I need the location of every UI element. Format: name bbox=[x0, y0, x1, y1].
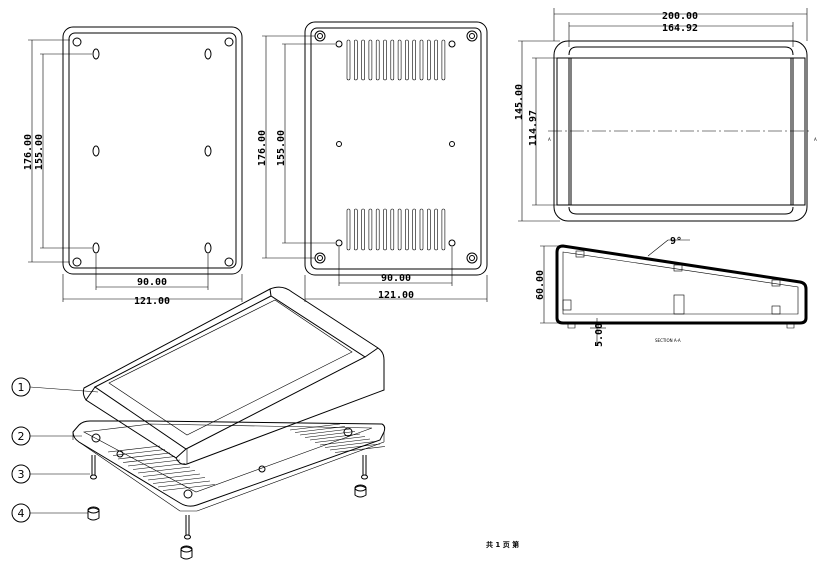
top-view bbox=[28, 26, 243, 302]
front-view-height-inner: 114.97 bbox=[528, 110, 539, 146]
footer-sheet-text: 共 1 页 第 bbox=[486, 540, 519, 549]
part-balloon-2: 2 bbox=[18, 430, 25, 443]
section-mark-left: A bbox=[548, 137, 551, 142]
top-view-width-outer: 121.00 bbox=[134, 296, 170, 307]
bottom-view-width-inner: 90.00 bbox=[381, 273, 411, 284]
part-balloon-3: 3 bbox=[18, 468, 25, 481]
front-view-width-inner: 164.92 bbox=[662, 23, 698, 34]
part-balloon-1: 1 bbox=[18, 381, 25, 394]
section-caption: SECTION A-A bbox=[655, 338, 681, 343]
front-view-width-outer: 200.00 bbox=[662, 11, 698, 22]
part-balloon-4: 4 bbox=[18, 507, 25, 520]
top-view-height-outer: 176.00 bbox=[23, 134, 34, 170]
exploded-view bbox=[11, 286, 386, 560]
bottom-view-height-inner: 155.00 bbox=[276, 130, 287, 166]
section-view bbox=[540, 239, 808, 345]
front-view-height-outer: 145.00 bbox=[514, 84, 525, 120]
section-foot-dim: 5.00 bbox=[594, 323, 605, 347]
section-height-dim: 60.00 bbox=[535, 270, 546, 300]
top-view-width-inner: 90.00 bbox=[137, 277, 167, 288]
section-angle-label: 9° bbox=[670, 236, 682, 247]
bottom-view-height-outer: 176.00 bbox=[257, 130, 268, 166]
bottom-view-width-outer: 121.00 bbox=[378, 290, 414, 301]
bottom-view bbox=[262, 21, 488, 302]
section-mark-right: A bbox=[814, 137, 817, 142]
top-view-height-inner: 155.00 bbox=[34, 134, 45, 170]
front-view bbox=[518, 8, 812, 222]
